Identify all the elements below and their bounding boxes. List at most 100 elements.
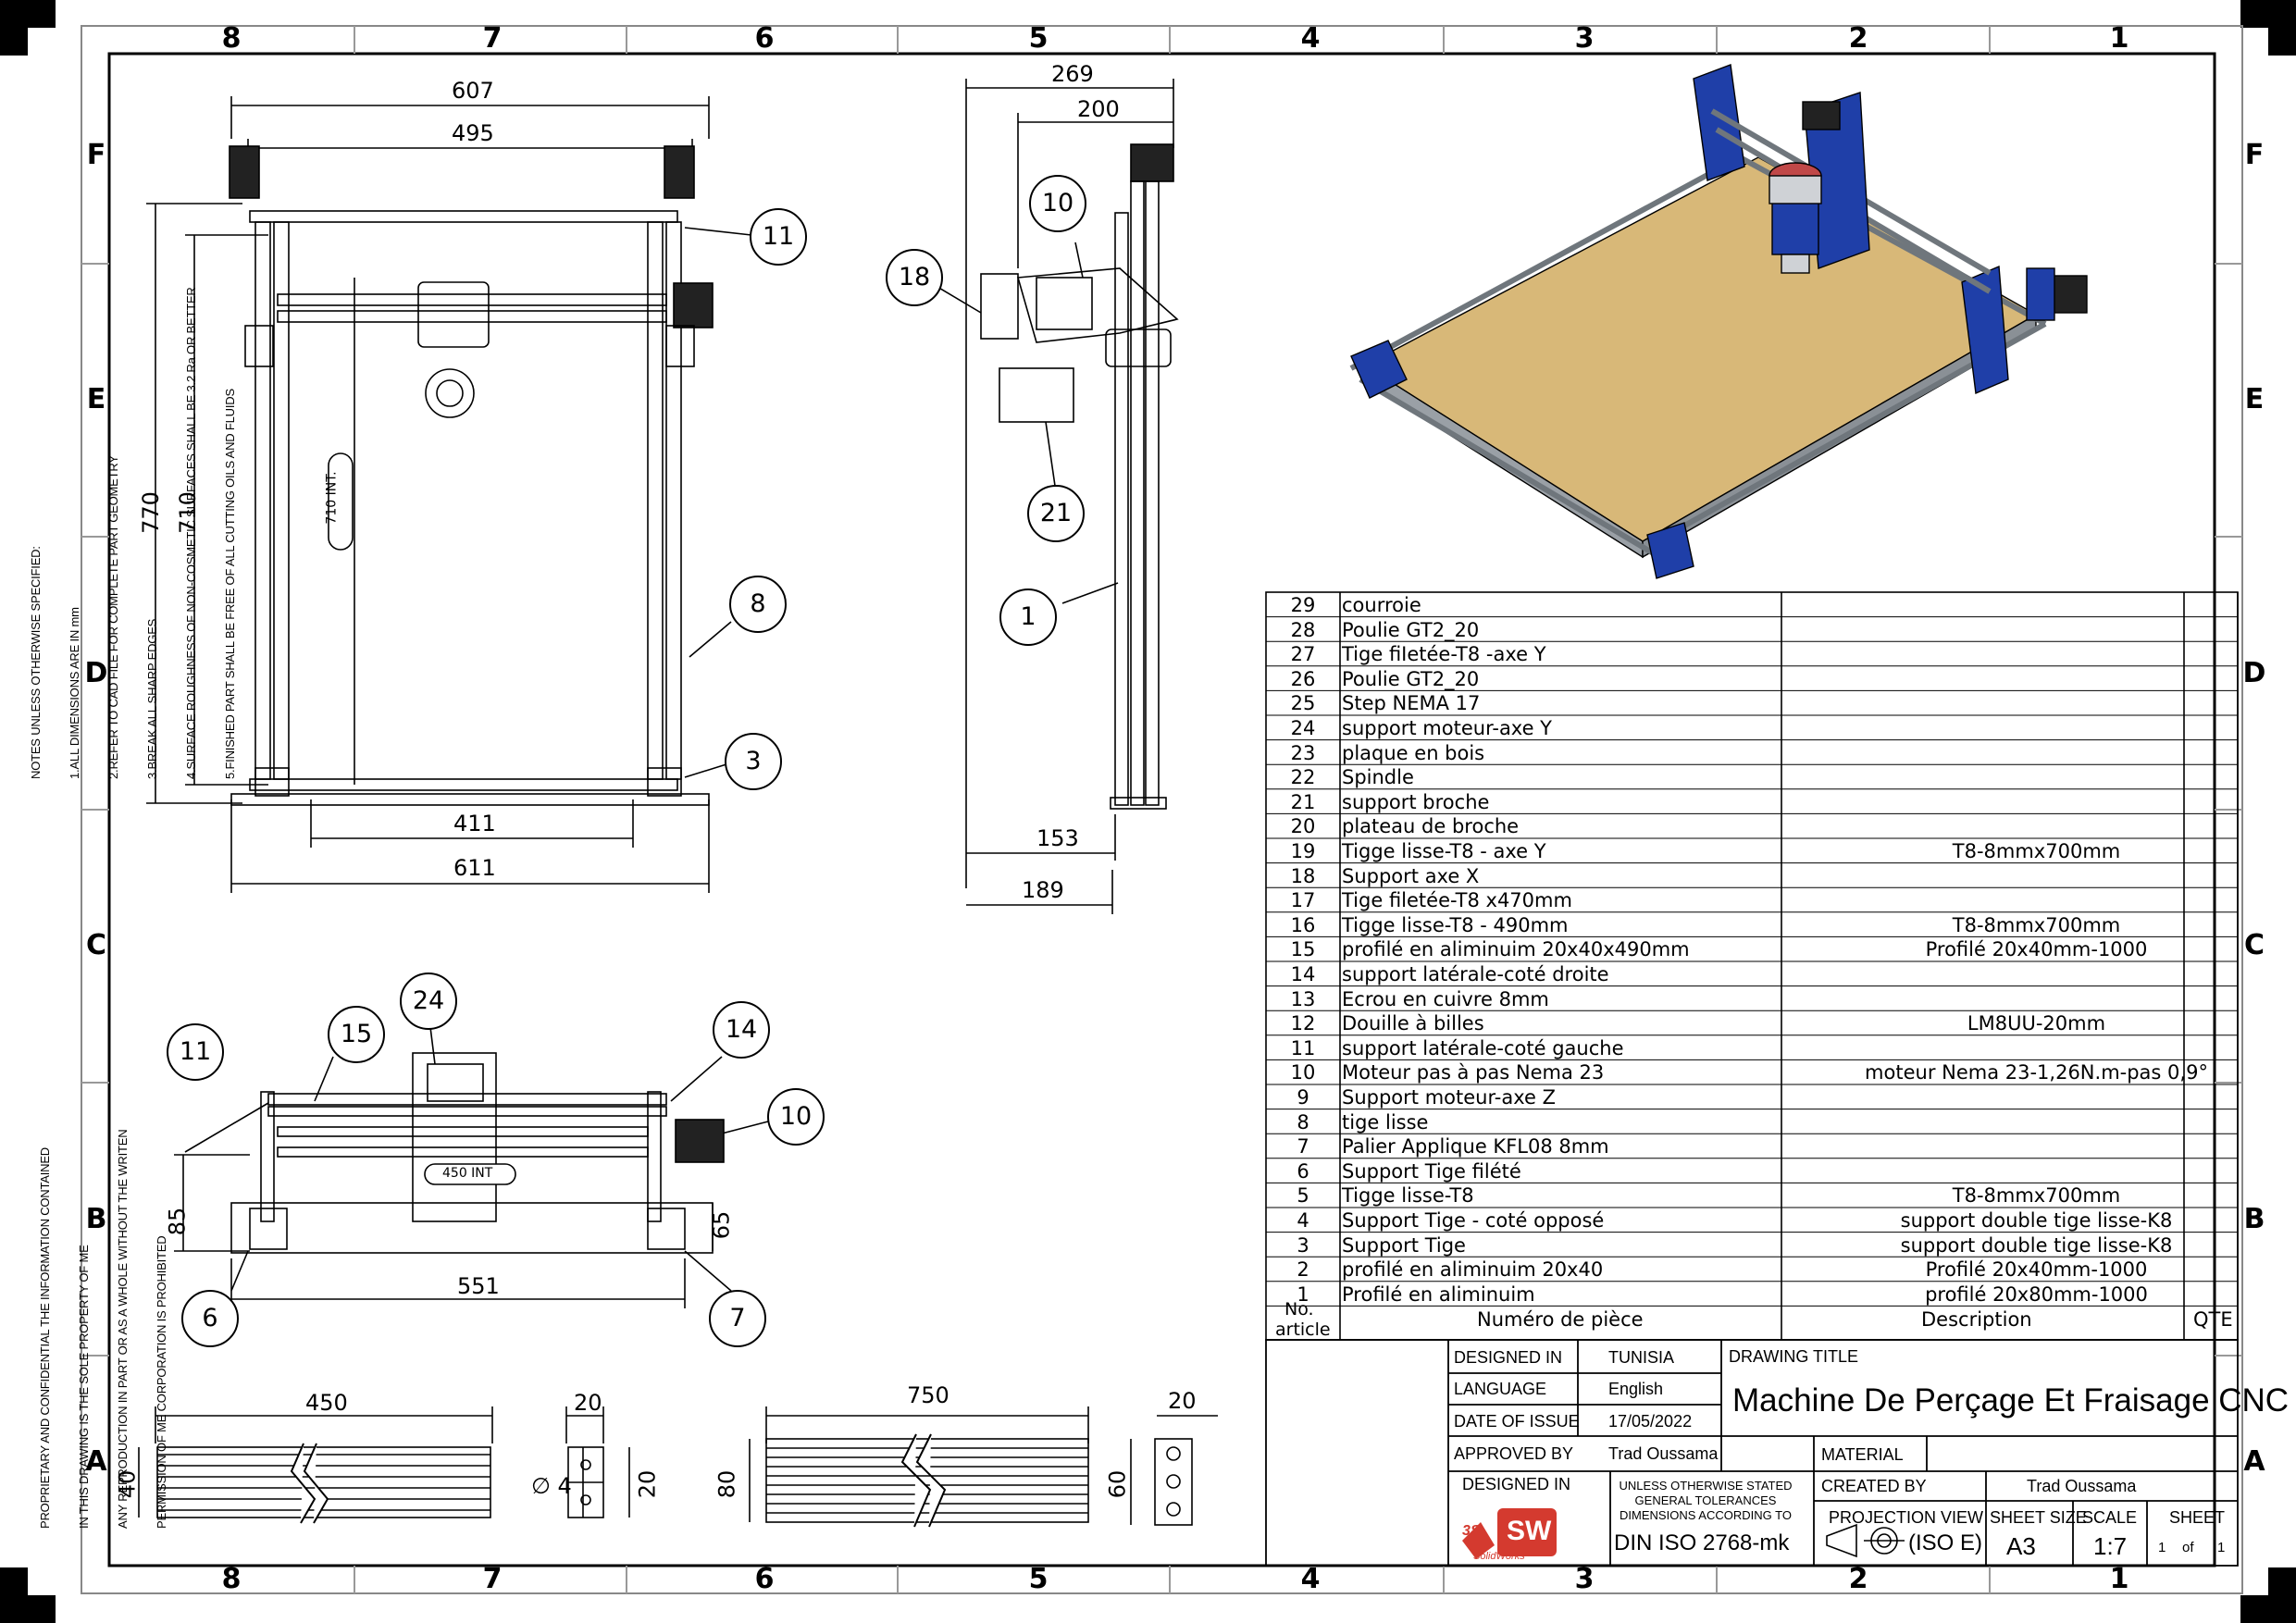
- zone-col-4-bottom: 4: [1300, 1563, 1321, 1595]
- bom-item-number: 15: [1290, 938, 1316, 961]
- dim-710-int: 710 INT.: [324, 471, 340, 525]
- created-by-value: Trad Oussama: [2027, 1477, 2137, 1495]
- bom-item-number: 19: [1290, 840, 1316, 862]
- balloon-14: 14: [713, 1001, 770, 1059]
- bom-description: T8-8mmx700mm: [1952, 1184, 2121, 1208]
- bom-part-name: Support Tige filété: [1342, 1159, 1521, 1183]
- dim-85: 85: [164, 1207, 191, 1236]
- dim-450-int: 450 INT: [442, 1166, 493, 1181]
- balloon-11-front: 11: [167, 1023, 224, 1081]
- bom-item-number: 28: [1290, 618, 1316, 641]
- bom-item-number: 25: [1290, 692, 1316, 715]
- projection-value: (ISO E): [1908, 1530, 1983, 1555]
- bom-part-name: Spindle: [1342, 766, 1414, 789]
- zone-col-3-bottom: 3: [1574, 1563, 1595, 1595]
- bom-item-number: 14: [1290, 963, 1316, 985]
- zone-col-8-bottom: 8: [221, 1563, 242, 1595]
- balloon-3: 3: [725, 733, 782, 790]
- zone-col-6-bottom: 6: [754, 1563, 775, 1595]
- balloon-6: 6: [181, 1290, 239, 1347]
- bom-part-name: Support Tige: [1342, 1233, 1466, 1257]
- balloon-21: 21: [1027, 485, 1085, 542]
- tolerance-standard: DIN ISO 2768-mk: [1614, 1530, 1790, 1555]
- note-line: 5.FINISHED PART SHALL BE FREE OF ALL CUT…: [223, 389, 237, 779]
- dim-495: 495: [452, 120, 494, 146]
- bom-item-number: 11: [1290, 1036, 1316, 1059]
- bom-header-description: Description: [1921, 1308, 2032, 1331]
- bom-part-name: plateau de broche: [1342, 815, 1520, 838]
- bom-part-name: Poulie GT2_20: [1342, 667, 1480, 690]
- zone-row-a-right: A: [2243, 1445, 2265, 1478]
- balloon-24: 24: [400, 973, 457, 1030]
- bom-item-number: 17: [1290, 889, 1316, 912]
- dim-269: 269: [1051, 61, 1094, 87]
- dim-153: 153: [1036, 825, 1079, 851]
- scale-label: SCALE: [2082, 1508, 2138, 1527]
- notice-line: IN THIS DRAWING IS THE SOLE PROPERTY OF …: [77, 1245, 91, 1529]
- bom-part-name: Tige fiIetée-T8 -axe Y: [1342, 643, 1546, 666]
- bom-part-name: Profilé en aliminuim: [1342, 1282, 1535, 1306]
- balloon-10-front: 10: [767, 1088, 825, 1146]
- bom-description: Profilé 20x40mm-1000: [1925, 1258, 2148, 1282]
- balloon-18: 18: [886, 249, 943, 306]
- bom-item-number: 23: [1290, 741, 1316, 764]
- bom-item-number: 2: [1297, 1258, 1309, 1282]
- bom-item-number: 24: [1290, 717, 1316, 739]
- dim-450: 450: [305, 1390, 348, 1416]
- bom-item-number: 20: [1290, 815, 1316, 838]
- note-line: 2.REFER TO CAD FILE FOR COMPLETE PART GE…: [106, 455, 120, 779]
- zone-col-7-bottom: 7: [482, 1563, 503, 1595]
- bom-item-number: 27: [1290, 643, 1316, 666]
- dim-60: 60: [1104, 1469, 1131, 1499]
- bom-description: Profilé 20x40mm-1000: [1925, 938, 2148, 961]
- dim-607: 607: [452, 78, 494, 104]
- bom-part-name: Moteur pas à pas Nema 23: [1342, 1061, 1605, 1084]
- dim-710: 710: [174, 491, 201, 534]
- bom-description: profilé 20x80mm-1000: [1925, 1282, 2148, 1306]
- proprietary-notice: PROPRIETARY AND CONFIDENTIAL THE INFORMA…: [13, 1130, 181, 1529]
- bom-item-number: 21: [1290, 790, 1316, 813]
- zone-col-6: 6: [754, 22, 775, 55]
- bom-item-number: 5: [1297, 1184, 1309, 1208]
- bom-description: moteur Nema 23-1,26N.m-pas 0,9°: [1865, 1061, 2208, 1084]
- bom-row: 22Spindle1: [1266, 764, 2238, 789]
- approved-value: Trad Oussama: [1608, 1444, 1719, 1463]
- bom-item-number: 16: [1290, 913, 1316, 936]
- bom-part-name: tige lisse: [1342, 1110, 1429, 1134]
- bom-part-name: Tige filetée-T8 x470mm: [1342, 889, 1572, 912]
- bom-item-number: 18: [1290, 864, 1316, 887]
- solidworks-logo-sw: SW: [1507, 1516, 1552, 1546]
- zone-row-e-right: E: [2244, 383, 2265, 415]
- bom-header-part: Numéro de pièce: [1477, 1308, 1644, 1331]
- dim-20-side: 20: [634, 1469, 661, 1499]
- zone-col-8: 8: [221, 22, 242, 55]
- zone-col-2-bottom: 2: [1848, 1563, 1868, 1595]
- notice-line: PERMISSION OF ME CORPORATION IS PROHIBIT…: [155, 1235, 168, 1529]
- bom-item-number: 12: [1290, 1012, 1316, 1035]
- dim-65: 65: [708, 1210, 735, 1240]
- bom-part-name: courroie: [1342, 594, 1421, 616]
- created-by-label: CREATED BY: [1821, 1477, 1927, 1495]
- bom-part-name: support moteur-axe Y: [1342, 717, 1553, 739]
- tolerance-line-2: GENERAL TOLERANCES: [1634, 1493, 1777, 1507]
- language-value: English: [1608, 1380, 1664, 1398]
- note-line: NOTES UNLESS OTHERWISE SPECIFIED:: [29, 546, 43, 779]
- zone-col-4: 4: [1300, 22, 1321, 55]
- bom-item-number: 3: [1297, 1233, 1309, 1257]
- bom-item-number: 22: [1290, 766, 1316, 789]
- zone-row-f-right: F: [2244, 139, 2265, 171]
- bom-part-name: Tigge lisse-T8 - axe Y: [1342, 840, 1546, 862]
- language-label: LANGUAGE: [1454, 1380, 1547, 1398]
- bom-part-name: Support axe X: [1342, 864, 1480, 887]
